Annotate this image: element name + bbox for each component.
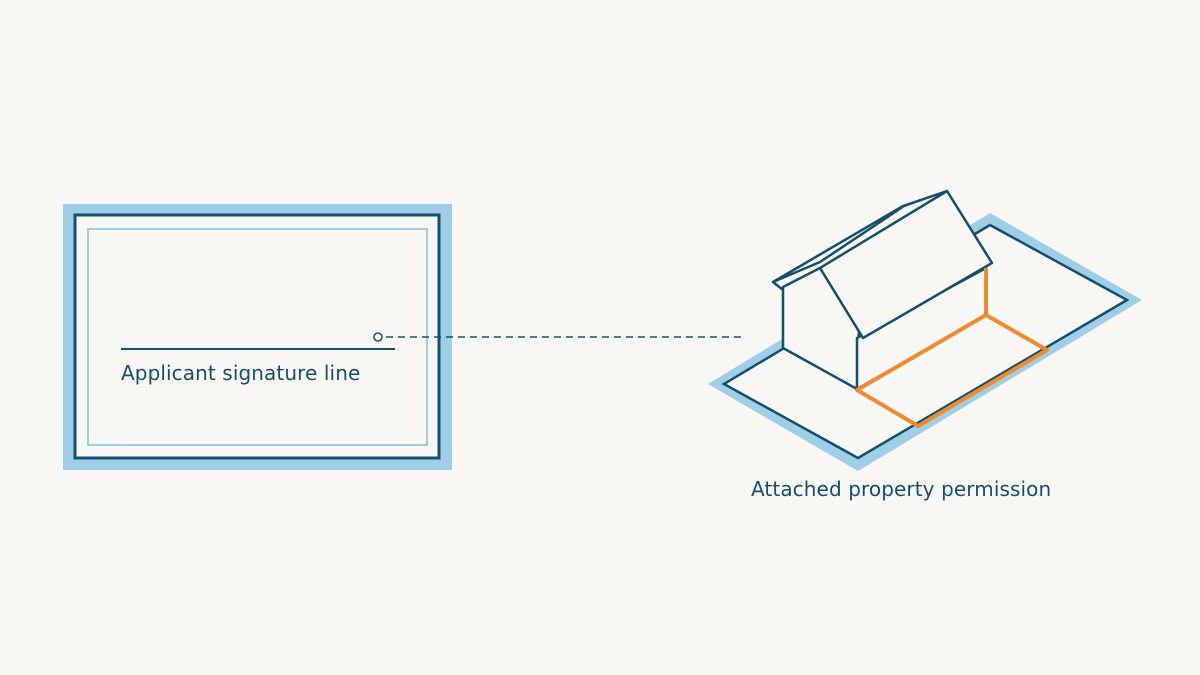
house-icon <box>771 189 994 391</box>
connector-dot <box>373 332 383 342</box>
roof-ridge <box>771 189 949 284</box>
document-paper <box>73 213 441 460</box>
dashed-connector <box>373 332 746 342</box>
document-frame-icon <box>63 204 452 470</box>
property-caption: Attached property permission <box>751 477 1052 501</box>
roof-plane <box>818 189 994 340</box>
permission-outline <box>855 268 1049 428</box>
signature-label: Applicant signature line <box>121 361 361 385</box>
permission-area <box>855 268 1049 428</box>
roof-eave <box>772 281 784 291</box>
